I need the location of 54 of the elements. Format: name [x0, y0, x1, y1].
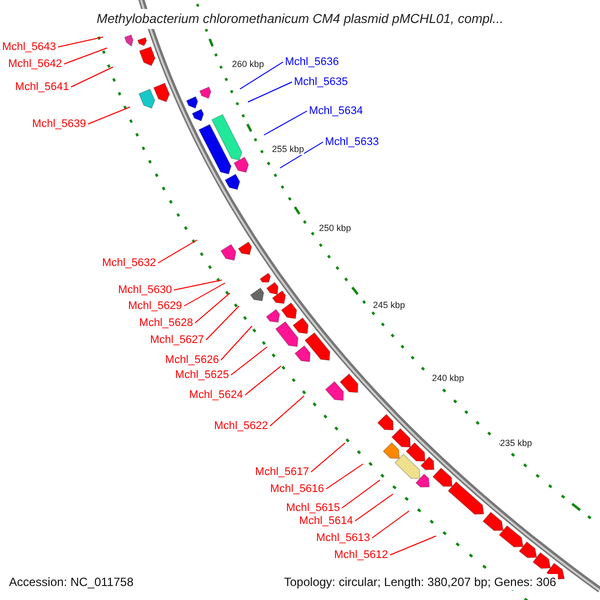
info-text: Accession: NC_011758	[7, 574, 136, 590]
gene-label: Mchl_5633	[325, 134, 379, 150]
gene-label: Mchl_5612	[334, 547, 388, 563]
leader-line	[230, 346, 268, 376]
gene-label: Mchl_5615	[286, 500, 340, 516]
gene-label: Mchl_5624	[189, 387, 243, 403]
leader-line	[240, 62, 284, 90]
leader-line	[220, 326, 252, 360]
gene-label: Mchl_5614	[299, 513, 353, 529]
leader-line	[58, 36, 104, 48]
leader-line	[70, 66, 114, 88]
gene-label: Mchl_5643	[2, 39, 56, 55]
leader-line	[174, 280, 222, 290]
gene-label: Mchl_5628	[139, 315, 193, 331]
gene-label: Mchl_5622	[214, 418, 268, 434]
gene-label: Mchl_5636	[285, 54, 339, 70]
leader-line	[354, 494, 394, 522]
leader-line	[88, 106, 130, 124]
scale-label: 235 kbp	[500, 437, 532, 449]
leader-line	[206, 306, 240, 340]
leader-line	[194, 292, 230, 324]
leader-line	[326, 464, 364, 490]
leader-line	[64, 48, 108, 64]
leader-line	[158, 240, 198, 264]
gene-label: Mchl_5635	[294, 74, 348, 90]
gene-label: Mchl_5625	[175, 367, 229, 383]
leader-line	[390, 536, 436, 556]
leader-line	[310, 442, 346, 472]
gene-label: Mchl_5630	[118, 282, 172, 298]
gene-label: Mchl_5642	[8, 56, 62, 72]
leader-line	[184, 282, 226, 306]
leader-line	[244, 366, 282, 396]
gene-label: Mchl_5632	[102, 255, 156, 271]
scale-label: 255 kbp	[272, 143, 304, 155]
leader-line	[270, 396, 304, 426]
gene-label: Mchl_5616	[270, 481, 324, 497]
gene-label: Mchl_5627	[150, 332, 204, 348]
gene-label: Mchl_5617	[255, 464, 309, 480]
gene-label: Mchl_5639	[32, 116, 86, 132]
scale-label: 260 kbp	[232, 58, 264, 70]
gene-label: Mchl_5641	[15, 79, 69, 95]
gene-label: Mchl_5626	[165, 352, 219, 368]
leader-line	[264, 110, 308, 136]
info-text: Topology: circular; Length: 380,207 bp; Genes: 306	[282, 574, 558, 590]
gene-label: Mchl_5629	[128, 298, 182, 314]
gene-label: Mchl_5613	[316, 530, 370, 546]
scale-label: 250 kbp	[319, 222, 352, 234]
leader-line	[342, 480, 380, 508]
scale-label: 240 kbp	[432, 372, 464, 384]
leader-line	[248, 82, 292, 102]
leader-line	[280, 142, 324, 168]
scale-label: 245 kbp	[373, 299, 406, 311]
gene-label: Mchl_5634	[309, 103, 363, 119]
leader-line	[372, 510, 410, 538]
